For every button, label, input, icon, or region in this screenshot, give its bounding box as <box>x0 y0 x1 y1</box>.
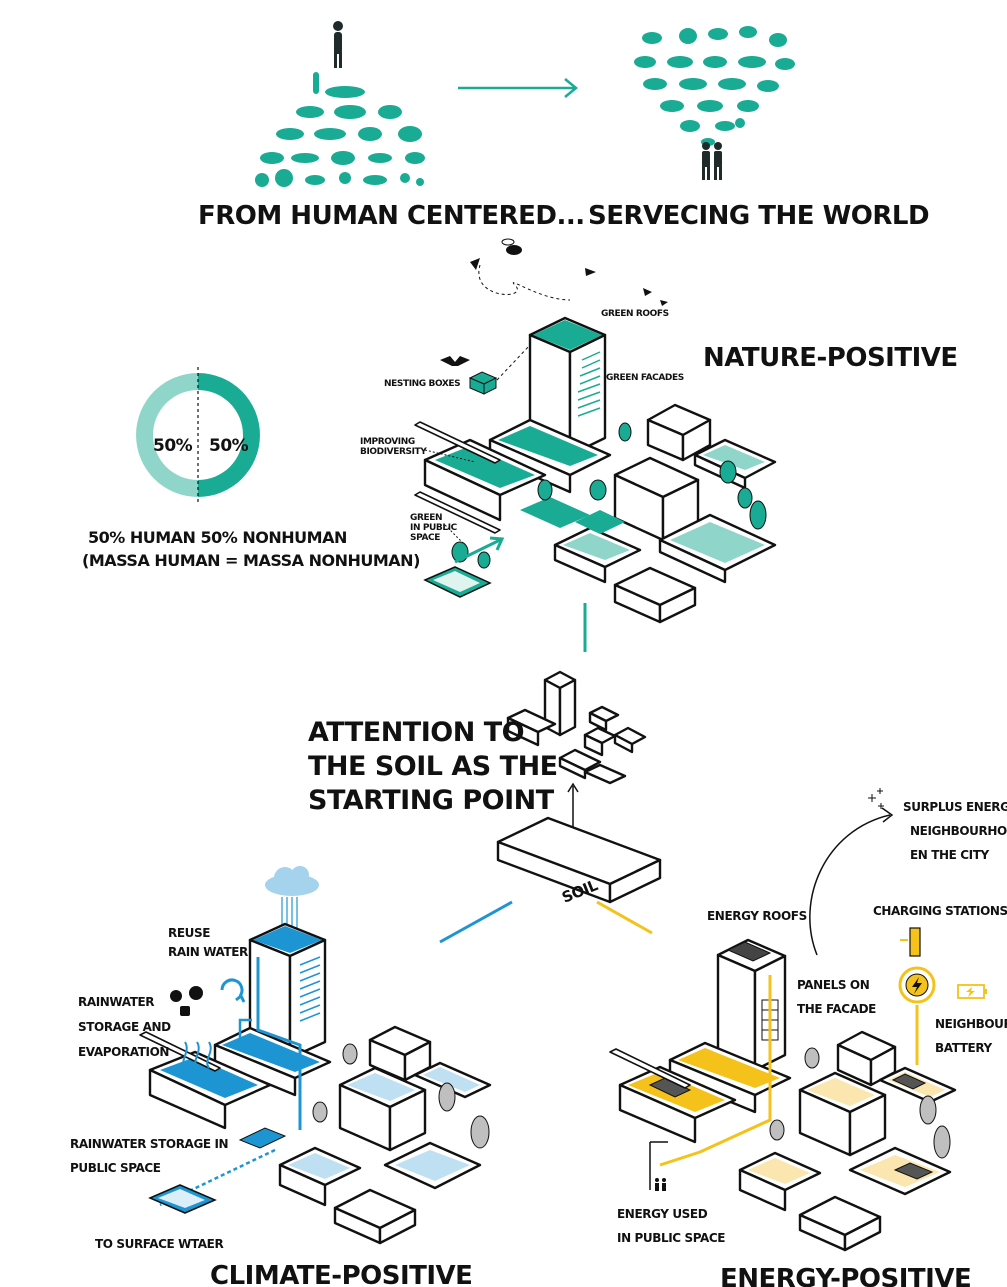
soil-heading-2: THE SOIL AS THE <box>308 751 558 782</box>
soil-diagram: SOIL <box>496 670 662 907</box>
label-storage-3: EVAPORATION <box>78 1045 169 1059</box>
label-public-1: GREEN <box>410 513 442 523</box>
animal-silhouettes-pyramid <box>255 72 425 187</box>
human-figure-icon <box>333 21 343 68</box>
label-battery-2: BATTERY <box>935 1041 993 1055</box>
label-biodiversity-2: BIODIVERSITY <box>360 447 427 457</box>
sparkle-icon <box>868 788 884 809</box>
streetlamp-icon <box>649 1141 668 1190</box>
soil-heading-3: STARTING POINT <box>308 785 555 816</box>
left-heading: FROM HUMAN CENTERED... <box>198 201 585 231</box>
cloud-icon <box>265 866 319 896</box>
ratio-donut: 50% 50% <box>136 367 260 505</box>
right-heading: SERVECING THE WORLD <box>588 201 929 231</box>
label-surplus-3: EN THE CITY <box>910 848 989 862</box>
bat-icon <box>440 356 470 366</box>
ratio-caption-line2: (MASSA HUMAN = MASSA NONHUMAN) <box>82 551 420 570</box>
transition-arrow <box>458 78 578 98</box>
human-percent: 50% <box>153 436 193 456</box>
label-charging: CHARGING STATIONS <box>873 904 1007 918</box>
evaporation-arrows <box>182 1041 212 1069</box>
label-storage-2: STORAGE AND <box>78 1020 171 1034</box>
label-panels-1: PANELS ON <box>797 978 869 992</box>
energy-positive-diagram: SURPLUS ENERGY NEIGHBOURHOOD EN THE CITY… <box>609 788 1007 1252</box>
climate-positive-diagram: REUSE RAIN WATER RAINWATER STORAGE AND E… <box>70 866 492 1251</box>
label-panels-2: THE FACADE <box>797 1002 876 1016</box>
label-battery-1: NEIGHBOURHOOD <box>935 1017 1007 1031</box>
bee-icon <box>501 238 522 255</box>
yellow-connector <box>596 900 653 935</box>
label-green-roofs: GREEN ROOFS <box>601 309 669 319</box>
energy-heading: ENERGY-POSITIVE <box>720 1264 971 1287</box>
label-used-2: IN PUBLIC SPACE <box>617 1231 725 1245</box>
nesting-box-icon <box>468 371 498 395</box>
label-used-1: ENERGY USED <box>617 1207 708 1221</box>
battery-icon <box>957 984 987 999</box>
label-public-2: IN PUBLIC <box>410 523 458 533</box>
label-nesting-boxes: NESTING BOXES <box>384 379 460 389</box>
bird-icons <box>470 258 668 306</box>
human-centered-pyramid <box>255 21 425 187</box>
roof-solar-panels <box>726 941 772 962</box>
reuse-icons <box>170 986 203 1016</box>
green-facade <box>577 351 601 417</box>
label-reuse-2: RAIN WATER <box>168 945 248 959</box>
label-biodiversity-1: IMPROVING <box>360 437 415 447</box>
nature-heading: NATURE-POSITIVE <box>703 343 958 373</box>
ratio-caption-line1: 50% HUMAN 50% NONHUMAN <box>88 528 347 547</box>
label-green-facades: GREEN FACADES <box>606 373 684 383</box>
label-reuse-1: REUSE <box>168 926 210 940</box>
blue-connector <box>439 900 513 944</box>
climate-heading: CLIMATE-POSITIVE <box>210 1261 472 1287</box>
label-surplus-2: NEIGHBOURHOOD <box>910 824 1007 838</box>
nature-positive-diagram: GREEN ROOFS GREEN FACADES NESTING BOXES … <box>360 238 777 624</box>
label-climate-public-1: RAINWATER STORAGE IN <box>70 1137 228 1151</box>
soil-heading-1: ATTENTION TO <box>308 717 524 748</box>
lightning-icon <box>898 966 936 1004</box>
animal-heart <box>634 26 795 146</box>
label-surplus-1: SURPLUS ENERGY <box>903 800 1007 814</box>
donut-nonhuman-half <box>198 373 260 497</box>
label-storage-1: RAINWATER <box>78 995 154 1009</box>
donut-human-half <box>136 373 198 497</box>
people-icon <box>655 1178 666 1191</box>
nonhuman-percent: 50% <box>209 436 249 456</box>
label-public-3: SPACE <box>410 533 440 543</box>
trees-nature <box>451 422 767 569</box>
label-energy-roofs: ENERGY ROOFS <box>707 909 807 923</box>
label-surface-water: TO SURFACE WTAER <box>95 1237 223 1251</box>
couple-icon <box>702 142 722 180</box>
charging-station-icon <box>900 927 921 957</box>
recycle-icon <box>220 978 246 1003</box>
label-climate-public-2: PUBLIC SPACE <box>70 1161 161 1175</box>
